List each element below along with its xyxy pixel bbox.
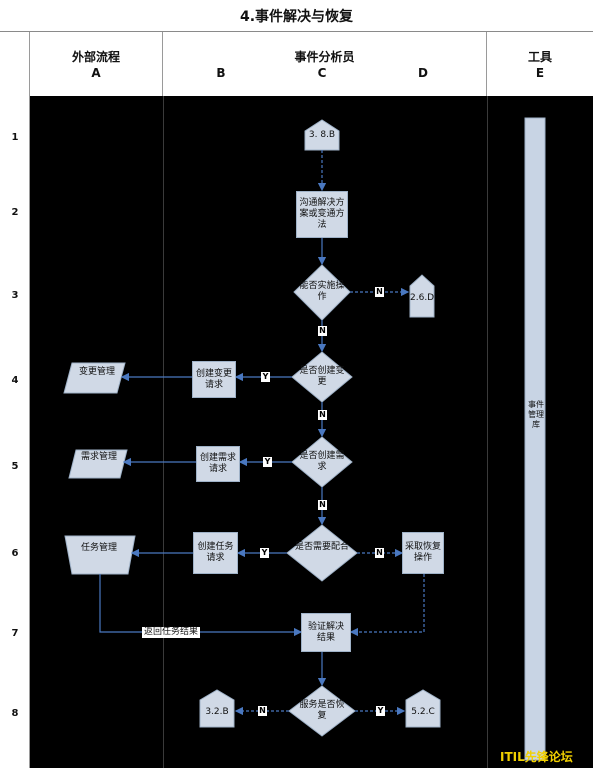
decision-label: 是否创建需求 bbox=[299, 451, 345, 472]
decision-yes-marker: Y bbox=[261, 372, 270, 382]
decision-no-marker: N bbox=[318, 410, 327, 420]
lane-divider bbox=[163, 96, 164, 768]
watermark: ITIL先锋论坛 bbox=[500, 750, 573, 764]
column-letter: A bbox=[91, 66, 101, 80]
decision-label: 是否需要配合 bbox=[295, 542, 350, 552]
process-create-demand: 创建需求请求 bbox=[196, 446, 240, 482]
decision-yes-marker: Y bbox=[260, 548, 269, 558]
offpage-ref-5-2c bbox=[405, 689, 441, 728]
process-solution: 沟通解决方案或变通方法 bbox=[296, 191, 348, 238]
external-task-mgmt bbox=[64, 535, 136, 575]
process-recovery: 采取恢复操作 bbox=[402, 532, 444, 574]
column-header-a: 外部流程 A bbox=[30, 32, 163, 96]
decision-label: 服务是否恢复 bbox=[299, 700, 345, 721]
tool-database-label: 事件管理库 bbox=[528, 400, 544, 429]
column-header-e: 工具 E bbox=[487, 32, 593, 96]
row-number: 5 bbox=[11, 461, 19, 472]
external-change-mgmt bbox=[63, 362, 126, 394]
column-letter: B bbox=[216, 66, 226, 80]
row-number: 4 bbox=[11, 375, 19, 386]
return-result-label: 返回任务结果 bbox=[142, 627, 201, 638]
external-demand-mgmt bbox=[68, 449, 128, 479]
decision-yes-marker: Y bbox=[376, 706, 385, 716]
decision-yes-marker: Y bbox=[263, 457, 272, 467]
offpage-ref-3-2b bbox=[199, 689, 235, 728]
column-title: 外部流程 bbox=[71, 50, 120, 64]
row-number: 2 bbox=[11, 207, 19, 218]
external-label: 需求管理 bbox=[80, 452, 117, 462]
row-number-strip bbox=[0, 32, 30, 768]
process-verify: 验证解决结果 bbox=[301, 613, 351, 652]
external-label: 变更管理 bbox=[78, 367, 115, 377]
decision-no-marker: N bbox=[375, 287, 384, 297]
decision-no-marker: N bbox=[318, 326, 327, 336]
column-letter: E bbox=[535, 66, 545, 80]
column-title: 工具 bbox=[527, 50, 552, 64]
decision-need-coordination bbox=[286, 524, 358, 582]
offpage-label: 5.2.C bbox=[411, 707, 435, 717]
decision-no-marker: N bbox=[375, 548, 384, 558]
offpage-ref-2-6d bbox=[409, 274, 435, 318]
process-create-change: 创建变更请求 bbox=[192, 361, 236, 398]
offpage-label: 3. 8.B bbox=[308, 130, 336, 140]
row-number: 6 bbox=[11, 548, 19, 559]
offpage-ref-3-8b bbox=[304, 119, 340, 151]
decision-service-restored bbox=[288, 685, 356, 737]
lane-divider bbox=[487, 96, 488, 768]
row-number: 1 bbox=[11, 132, 19, 143]
decision-no-marker: N bbox=[258, 706, 267, 716]
row-number: 8 bbox=[11, 708, 19, 719]
column-title: 事件分析员 bbox=[294, 50, 355, 64]
offpage-label: 2.6.D bbox=[410, 293, 435, 303]
external-label: 任务管理 bbox=[80, 543, 117, 553]
decision-no-marker: N bbox=[318, 500, 327, 510]
row-number: 7 bbox=[11, 628, 19, 639]
page-title: 4.事件解决与恢复 bbox=[0, 0, 593, 32]
decision-label: 能否实施操作 bbox=[299, 281, 345, 302]
decision-label: 是否创建变更 bbox=[299, 366, 345, 387]
column-header-bcd: 事件分析员 B C D bbox=[163, 32, 487, 96]
row-number: 3 bbox=[11, 290, 19, 301]
column-letter: C bbox=[317, 66, 327, 80]
column-letter: D bbox=[418, 66, 428, 80]
process-create-task: 创建任务请求 bbox=[193, 532, 238, 574]
tool-database-bar bbox=[524, 117, 546, 761]
offpage-label: 3.2.B bbox=[205, 707, 229, 717]
